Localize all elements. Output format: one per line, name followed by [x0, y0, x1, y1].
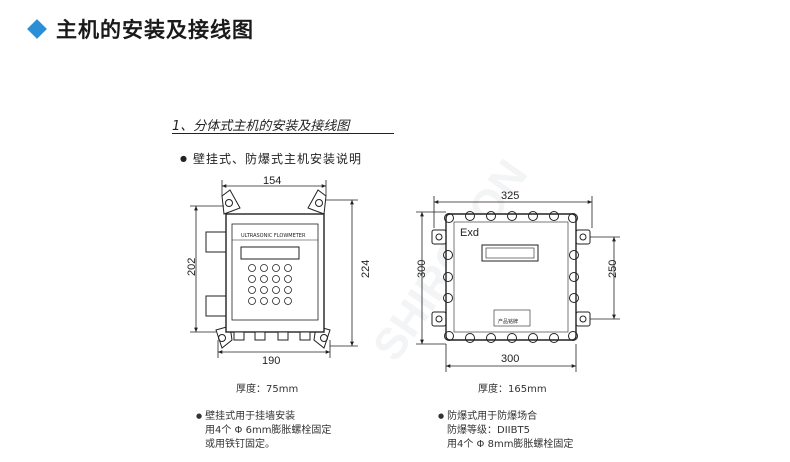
exd-unit-notes: 防爆式用于防爆场合 防爆等级：DIIBT5 用4个 Φ 8mm膨胀螺栓固定 [438, 410, 573, 452]
nameplate-label: 产品铭牌 [498, 318, 518, 325]
wall-dim-right: 224 [360, 260, 372, 278]
wall-note-1: 壁挂式用于挂墙安装 [196, 410, 331, 424]
explosion-proof-unit [431, 211, 591, 343]
exd-note-3: 用4个 Φ 8mm膨胀螺栓固定 [447, 439, 574, 450]
exd-dim-left: 300 [416, 260, 428, 278]
exd-note-1: 防爆式用于防爆场合 [438, 410, 573, 424]
wall-dim-left: 202 [186, 258, 198, 276]
subtitle-underline [172, 133, 394, 134]
wall-unit-notes: 壁挂式用于挂墙安装 用4个 Φ 6mm膨胀螺栓固定 或用铁钉固定。 [196, 410, 331, 452]
exd-thickness: 厚度：165mm [478, 384, 547, 395]
wall-dim-top: 154 [263, 175, 281, 187]
wall-note-3: 或用铁钉固定。 [205, 439, 275, 450]
device-brand-label: ULTRASONIC FLOWMETER [241, 233, 306, 239]
exd-note-2: 防爆等级：DIIBT5 [447, 425, 530, 436]
exd-dim-bottom: 300 [501, 353, 519, 365]
wall-mount-unit [205, 189, 331, 349]
wall-note-2: 用4个 Φ 6mm膨胀螺栓固定 [205, 425, 332, 436]
exd-label: Exd [460, 227, 479, 239]
wall-dim-bottom: 190 [262, 355, 280, 367]
wall-thickness: 厚度：75mm [236, 384, 299, 395]
section-header: 主机的安装及接线图 [27, 14, 254, 44]
section-subtitle: 1、分体式主机的安装及接线图 [172, 119, 350, 134]
exd-dim-right: 250 [607, 260, 619, 278]
exd-dim-top: 325 [501, 190, 519, 202]
bullet-heading: 壁挂式、防爆式主机安装说明 [180, 150, 362, 167]
page-title: 主机的安装及接线图 [56, 18, 254, 42]
